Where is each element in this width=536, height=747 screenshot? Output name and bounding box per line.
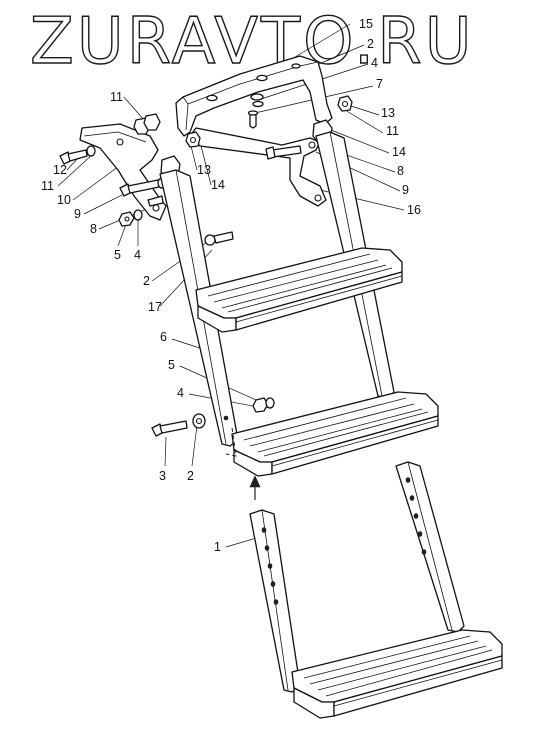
part-3-bolt [151,420,188,437]
part-label-l5a: 5 [114,248,121,262]
part-label-l4b: 4 [134,248,141,262]
upper-tread [195,247,403,333]
left-rail-holes [261,527,279,605]
assembly-arrow [249,475,261,500]
leader-line-14 [199,141,212,186]
part-label-l2a: 2 [367,37,374,51]
part-13-nut-left [185,131,201,148]
part-label-l14a: 14 [392,145,406,159]
leader-line-11 [66,157,79,171]
part-label-l13b: 13 [197,163,211,177]
part-label-l1: 1 [214,540,221,554]
part-label-l13a: 13 [381,106,395,120]
part-12-bolt [59,145,96,165]
leader-line-12 [57,152,95,187]
part-11-nut-bracket-top [133,113,161,135]
part-label-l12: 12 [53,163,67,177]
part-label-l2b: 2 [143,274,150,288]
part-label-l11a: 11 [386,124,399,138]
part-label-l11b: 11 [110,90,123,104]
leader-line-4 [347,104,380,116]
part-label-l5b: 5 [168,358,175,372]
bottom-tread [291,629,503,719]
part-1-lower-extension [249,461,503,719]
part-5-nut-mid [252,397,269,413]
part-label-l4c: 4 [177,386,184,400]
leader-line-6 [325,127,390,154]
part-15-top-bracket [175,55,333,137]
part-label-l11c: 11 [41,179,54,193]
part-8-bolt-mid [147,195,164,207]
part-2-washer-top [250,93,264,101]
part-label-l9a: 9 [402,183,409,197]
watermark-text: ZURAVTO.RU [30,5,475,79]
part-8-bolt-right [265,145,302,160]
part-2-bolt-upper [204,231,234,246]
leader-line-10 [123,96,145,121]
part-7-bolt [247,110,259,129]
leader-line-5 [344,109,384,134]
part-4-washer-mid [265,397,275,409]
part-label-l2c: 2 [187,469,194,483]
part-6-upper-ladder [159,131,439,477]
part-label-l16: 16 [407,203,421,217]
part-4-washer-left [133,209,143,221]
part-label-l3: 3 [159,469,166,483]
part-label-l4a: 4 [371,56,378,70]
part-label-l8b: 8 [90,222,97,236]
part-5-nut-left [118,211,135,227]
right-rail-holes [405,477,427,555]
middle-tread [231,391,439,477]
rail-hole-mid [223,415,229,421]
part-13-nut-right [337,95,353,112]
part-label-l17: 17 [148,300,162,314]
part-label-l9b: 9 [74,207,81,221]
leader-line-26 [191,424,198,467]
part-label-l8a: 8 [397,164,404,178]
part-9-bolt-left [119,177,167,197]
part-10-side-bracket [79,123,167,221]
part-label-l15: 15 [359,17,373,31]
part-label-l7: 7 [376,77,383,91]
part-label-l14b: 14 [211,178,225,192]
leader-line-25 [164,436,167,467]
part-label-l10: 10 [57,193,71,207]
upper-ladder-assembly [59,55,439,477]
part-4-washer-top [252,100,264,108]
part-2-washer-bottom [192,413,206,429]
part-label-l6: 6 [160,330,167,344]
